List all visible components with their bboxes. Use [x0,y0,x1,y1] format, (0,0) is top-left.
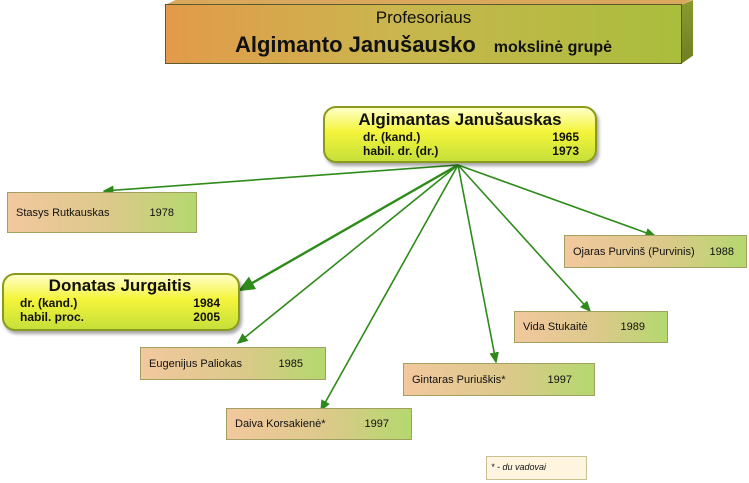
title-box-side-face [681,0,693,64]
title-line2: Algimanto Janušausko mokslinė grupė [166,32,681,58]
member-year: 1985 [278,357,303,370]
second-degree-label: dr. (kand.) [20,296,78,310]
head-row-2: habil. dr. (dr.) 1973 [363,144,579,158]
head-name: Algimantas Janušauskas [358,110,562,129]
member-puriuskis: Gintaras Puriuškis* 1997 [403,363,595,396]
title-name: Algimanto Janušausko [234,32,476,57]
second-habil-year: 2005 [193,310,220,324]
member-year: 1997 [547,373,572,386]
member-name: Vida Stukaitė [523,321,588,333]
head-degree-label: dr. (kand.) [363,130,421,144]
arrow-to-rutkauskas [102,164,459,196]
second-row-2: habil. proc. 2005 [20,310,220,324]
second-degree-year: 1984 [193,296,220,310]
title-line1: Profesoriaus [375,8,472,27]
member-purvinis: Ojaras Purvinš (Purvinis) 1988 [564,235,747,268]
member-year: 1997 [364,418,389,430]
title-box-top-face [165,0,692,5]
legend-note: * - du vadovai [486,456,587,480]
member-stukaite: Vida Stukaitė 1989 [514,311,668,343]
arrow-to-paliokas [236,164,459,345]
member-korsakiene: Daiva Korsakienė* 1997 [226,408,412,440]
member-year: 1978 [149,206,174,219]
head-row-1: dr. (kand.) 1965 [363,130,579,144]
member-name: Daiva Korsakienė* [235,418,326,430]
member-name: Gintaras Puriuškis* [412,373,506,386]
second-habil-label: habil. proc. [20,310,85,324]
title-box: Profesoriaus Algimanto Janušausko mokslin… [165,4,682,64]
member-year: 1989 [620,321,645,333]
member-name: Ojaras Purvinš (Purvinis) [573,245,695,258]
head-node: Algimantas Janušauskas dr. (kand.) 1965 … [323,106,597,163]
title-suffix: mokslinė grupė [493,39,613,56]
second-name: Donatas Jurgaitis [48,276,192,295]
member-paliokas: Eugenijus Paliokas 1985 [140,347,326,380]
member-name: Eugenijus Paliokas [149,357,242,370]
member-rutkauskas: Stasys Rutkauskas 1978 [7,192,197,233]
member-name: Stasys Rutkauskas [16,206,110,219]
head-habil-year: 1973 [552,144,579,158]
arrow-to-purvinis [457,164,657,238]
arrow-to-puriuskis [457,164,499,364]
second-node: Donatas Jurgaitis dr. (kand.) 1984 habil… [2,273,240,331]
arrow-to-jurgaitis [237,163,459,292]
arrow-to-korsakiene [320,164,459,412]
arrow-to-stukaite [457,164,592,313]
second-row-1: dr. (kand.) 1984 [20,296,220,310]
head-degree-year: 1965 [552,130,579,144]
member-year: 1988 [709,245,734,258]
head-habil-label: habil. dr. (dr.) [363,144,439,158]
